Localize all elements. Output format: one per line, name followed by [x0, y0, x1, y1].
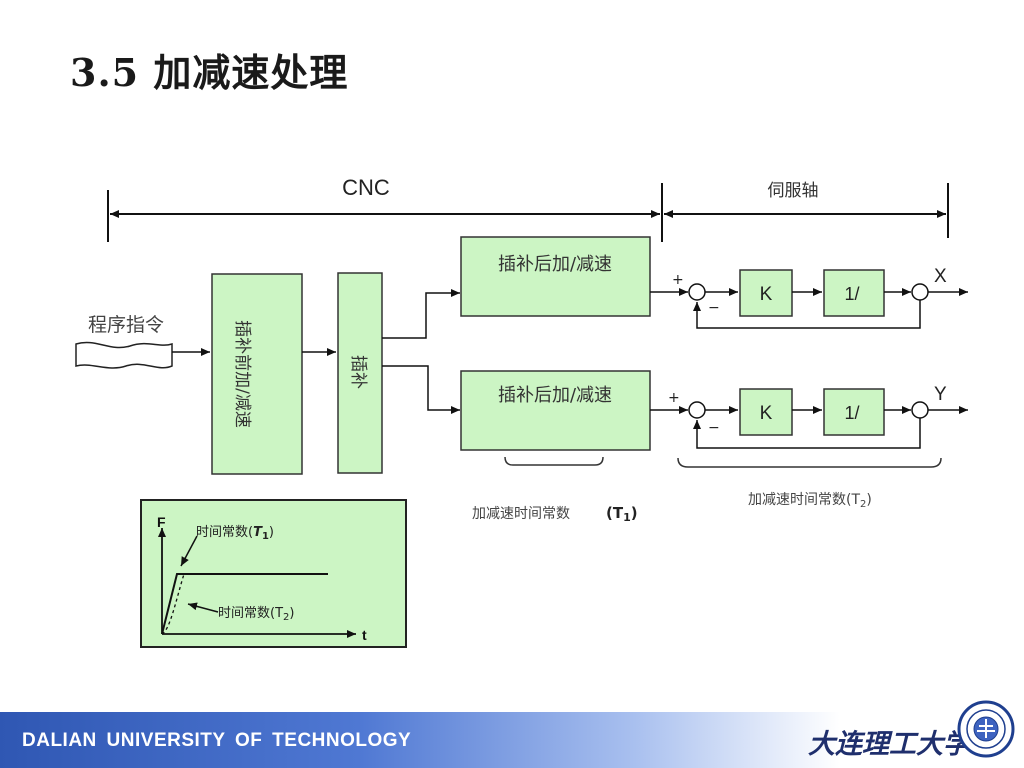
cnc-label: CNC	[342, 175, 390, 200]
post-interp-accel-label-y: 插补后加/减速	[498, 385, 612, 406]
inset-x-axis-label: t	[362, 627, 367, 643]
svg-text:时间常数(T2): 时间常数(T2)	[218, 606, 294, 623]
brace-t1	[504, 456, 604, 466]
inset-t1-sub: 1	[262, 531, 269, 542]
university-seal-icon	[957, 700, 1015, 758]
integrator-label-x: 1/	[844, 284, 859, 304]
gain-block-y	[739, 388, 793, 436]
arrow-to-post-accel-x	[382, 289, 460, 339]
svg-text:时间常数(T1): 时间常数(T1)	[196, 525, 274, 542]
plus-sign-x: +	[672, 272, 684, 288]
time-const-t2-sub: 2	[860, 499, 866, 510]
svg-text:加减速时间常数: 加减速时间常数	[472, 506, 570, 522]
svg-text:加减速时间常数(T2): 加减速时间常数(T2)	[748, 492, 872, 510]
output-node-y	[911, 401, 929, 419]
program-tape-icon	[75, 341, 173, 369]
university-name-en: DALIAN UNIVERSITY OF TECHNOLOGY	[22, 730, 412, 751]
gain-block-x	[739, 269, 793, 317]
time-const-t2-caption: 加减速时间常数(T	[748, 492, 860, 508]
curve-t1	[161, 573, 328, 635]
post-interp-accel-label-x: 插补后加/减速	[498, 254, 612, 275]
time-const-t2-close: )	[866, 492, 871, 508]
time-const-t1-sub: 1	[623, 511, 631, 524]
interp-label: 插补	[348, 355, 368, 389]
axis-x-label: X	[934, 266, 947, 287]
inset-t1-symbol: T	[253, 525, 263, 540]
servo-axis-label: 伺服轴	[768, 181, 819, 201]
servo-loop-y	[650, 388, 968, 449]
inset-t1-close: )	[269, 525, 274, 540]
program-command-label: 程序指令	[88, 314, 164, 336]
time-const-t1-symbol: (T	[606, 504, 624, 522]
gain-label-x: K	[760, 284, 773, 305]
pre-interp-accel-block	[211, 273, 303, 475]
integrator-block-y	[823, 388, 885, 436]
minus-sign-y: −	[708, 420, 720, 436]
footer-bar: DALIAN UNIVERSITY OF TECHNOLOGY	[0, 712, 1024, 768]
summing-junction-x	[688, 283, 706, 301]
t1-pointer-arrow	[180, 535, 198, 567]
output-node-x	[911, 283, 929, 301]
block-diagram: CNC 伺服轴 程序指令 插补前加/减速 插补 插补后加/减速 插补后加/减速 …	[75, 175, 968, 648]
inset-t2-label: 时间常数(T	[218, 606, 283, 621]
plus-sign-y: +	[668, 390, 680, 406]
post-interp-accel-block-x	[460, 236, 651, 317]
range-markers	[107, 183, 949, 242]
post-interp-accel-block-y	[460, 370, 651, 451]
inset-t2-close: )	[289, 606, 294, 621]
brace-t2	[677, 457, 942, 468]
axis-y-label: Y	[934, 384, 947, 405]
inset-y-axis-label: F	[157, 514, 166, 530]
integrator-block-x	[823, 269, 885, 317]
time-const-t1-caption: 加减速时间常数	[472, 506, 570, 522]
interp-block	[337, 272, 383, 474]
t2-pointer-arrow	[187, 602, 219, 613]
integrator-label-y: 1/	[844, 403, 859, 423]
slide-title: 3.5 加减速处理	[70, 50, 349, 95]
pre-interp-accel-label: 插补前加/减速	[232, 320, 252, 428]
minus-sign-x: −	[708, 300, 720, 316]
inset-t2-sub: 2	[283, 612, 289, 623]
inset-t1-label: 时间常数(	[196, 525, 253, 540]
curve-t2	[161, 573, 185, 635]
gain-label-y: K	[760, 403, 773, 424]
university-logo-text: 大连理工大学	[808, 729, 970, 760]
arrow-to-post-accel-y	[382, 365, 460, 414]
time-const-t1-close: )	[631, 504, 638, 522]
servo-loop-x	[650, 269, 968, 329]
svg-text:(T1): (T1)	[606, 504, 638, 524]
summing-junction-y	[688, 401, 706, 419]
